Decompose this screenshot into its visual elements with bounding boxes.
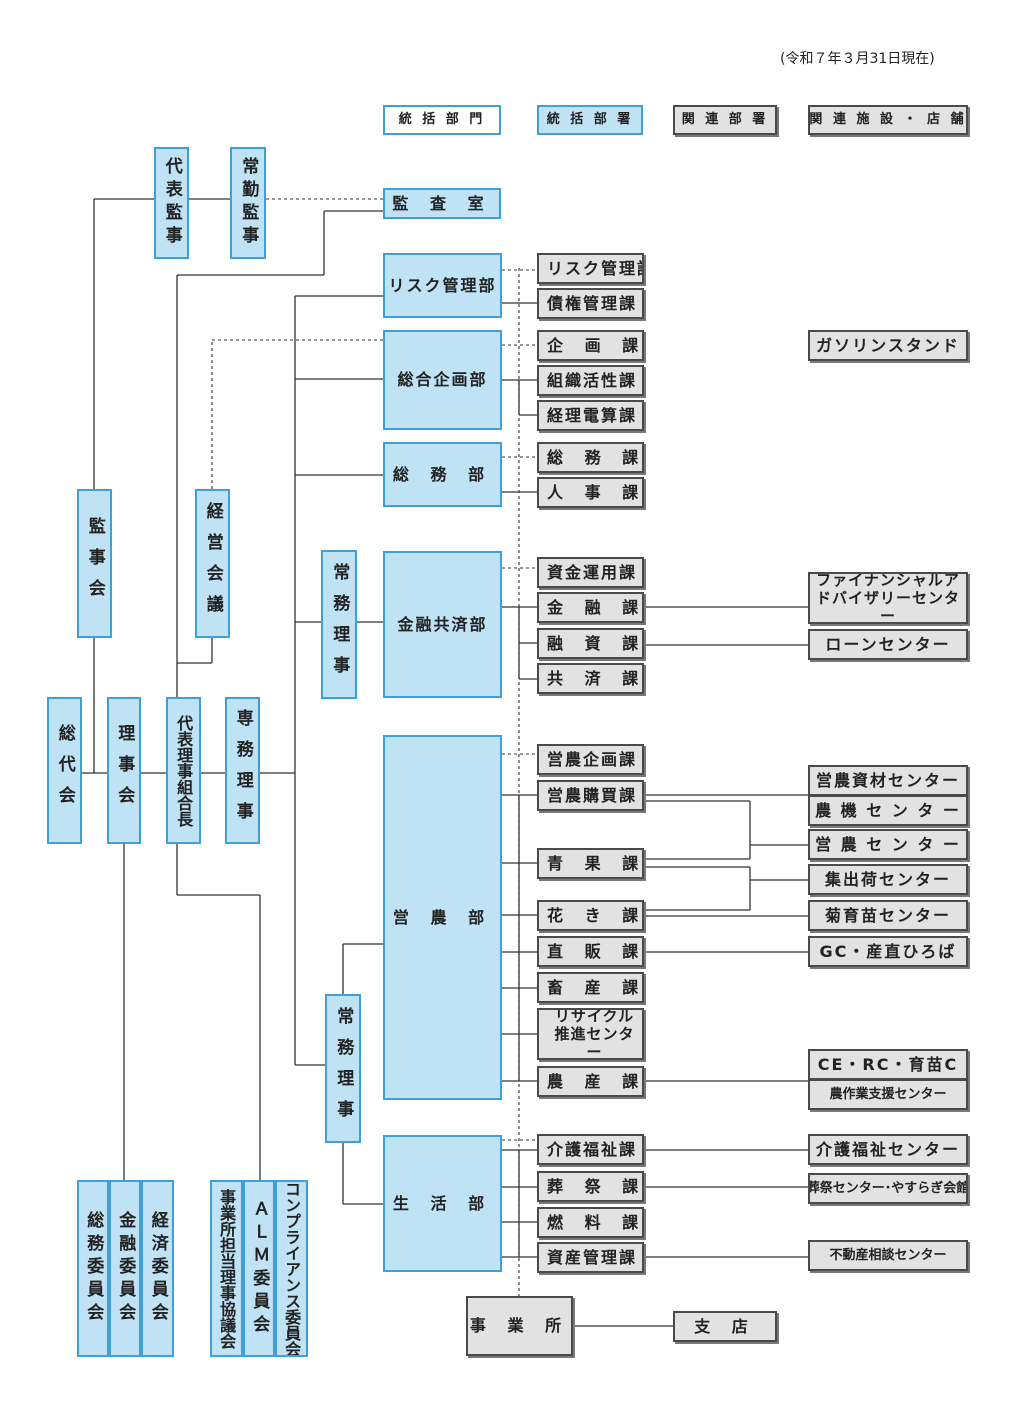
- section-general-affairs: 総 務 課: [537, 442, 644, 473]
- facility-care-center: 介護福祉センター: [808, 1134, 968, 1165]
- facility-gc: GC・産直ひろば: [808, 936, 968, 967]
- section-care-welfare: 介護福祉課: [537, 1134, 644, 1165]
- president: 代表理事組合長: [166, 697, 201, 844]
- managing-director-farming: 常務理事: [325, 994, 361, 1143]
- section-funeral: 葬 祭 課: [537, 1171, 644, 1202]
- fulltime-auditor: 常勤監事: [230, 147, 266, 259]
- committee-general-affairs: 総務委員会: [77, 1180, 109, 1357]
- facility-farm-work: 農作業支援センター: [808, 1079, 968, 1110]
- section-agriculture: 農 産 課: [537, 1066, 644, 1097]
- division-planning: 総合企画部: [383, 330, 502, 430]
- section-loans: 融 資 課: [537, 628, 644, 659]
- section-fuel: 燃 料 課: [537, 1207, 644, 1238]
- legend-related-dept: 関 連 部 署: [673, 105, 777, 135]
- committee-alm: ＡＬＭ委員会: [243, 1180, 275, 1357]
- committee-office-directors-council: 事業所担当理事協議会: [210, 1180, 243, 1357]
- facility-ce-rc: CE・RC・育苗C: [808, 1049, 968, 1080]
- division-general-affairs: 総 務 部: [383, 442, 502, 507]
- senior-managing-director: 専務理事: [225, 697, 260, 844]
- section-flowers: 花 き 課: [537, 900, 644, 931]
- section-mutual-aid: 共 済 課: [537, 663, 644, 694]
- facility-branch: 支 店: [673, 1311, 777, 1342]
- section-fund-mgmt: 資金運用課: [537, 557, 644, 588]
- committee-finance: 金融委員会: [109, 1180, 141, 1357]
- legend-related-facility: 関 連 施 設 ・ 店 舗: [808, 105, 968, 135]
- legend-unit-division: 統 括 部 門: [383, 105, 501, 135]
- facility-machinery: 農 機 セ ン タ ー: [808, 795, 968, 826]
- division-risk: リスク管理部: [383, 253, 502, 318]
- section-credit-mgmt: 債権管理課: [537, 288, 644, 319]
- section-recycling: リサイクル推進センター: [537, 1008, 644, 1060]
- facility-seedling: 菊育苗センター: [808, 900, 968, 931]
- section-farm-planning: 営農企画課: [537, 744, 644, 775]
- section-finance: 金 融 課: [537, 592, 644, 623]
- facility-farm-center: 営 農 セ ン タ ー: [808, 829, 968, 860]
- section-farm-purchasing: 営農購買課: [537, 780, 644, 811]
- division-farming: 営 農 部: [383, 735, 502, 1100]
- date-note: (令和７年３月31日現在): [780, 51, 935, 67]
- section-personnel: 人 事 課: [537, 477, 644, 508]
- committee-compliance: コンプライアンス委員会: [275, 1180, 308, 1357]
- section-livestock: 畜 産 課: [537, 972, 644, 1003]
- section-accounting: 経理電算課: [537, 400, 644, 431]
- section-risk-mgmt: リスク管理課: [537, 253, 644, 284]
- managing-director-finance: 常務理事: [321, 550, 357, 699]
- management-council: 経営会議: [195, 489, 230, 638]
- board-of-directors: 理事会: [107, 697, 141, 844]
- facility-real-estate: 不動産相談センター: [808, 1240, 968, 1271]
- committee-economic: 経済委員会: [141, 1180, 174, 1357]
- division-offices: 事 業 所: [466, 1296, 573, 1356]
- division-finance: 金融共済部: [383, 551, 502, 698]
- facility-shipping: 集出荷センター: [808, 864, 968, 895]
- facility-funeral-hall: 葬祭センター･やすらぎ会館: [808, 1173, 968, 1204]
- audit-office: 監 査 室: [383, 188, 501, 219]
- general-assembly: 総代会: [47, 697, 82, 844]
- representative-auditor: 代表監事: [154, 147, 189, 259]
- facility-loan-center: ローンセンター: [808, 629, 968, 660]
- legend-unit-dept: 統 括 部 署: [537, 105, 643, 135]
- section-asset-mgmt: 資産管理課: [537, 1242, 644, 1273]
- facility-farm-materials: 営農資材センター: [808, 765, 968, 796]
- section-direct-sales: 直 販 課: [537, 936, 644, 967]
- section-org-activation: 組織活性課: [537, 365, 644, 396]
- division-living: 生 活 部: [383, 1135, 502, 1272]
- section-planning: 企 画 課: [537, 330, 644, 361]
- facility-gas-station: ガソリンスタンド: [808, 330, 968, 361]
- facility-financial-advisory: ファイナンシャルアドバイザリーセンター: [808, 572, 968, 624]
- section-fruits-vegetables: 青 果 課: [537, 848, 644, 879]
- auditors-board: 監事会: [77, 489, 112, 638]
